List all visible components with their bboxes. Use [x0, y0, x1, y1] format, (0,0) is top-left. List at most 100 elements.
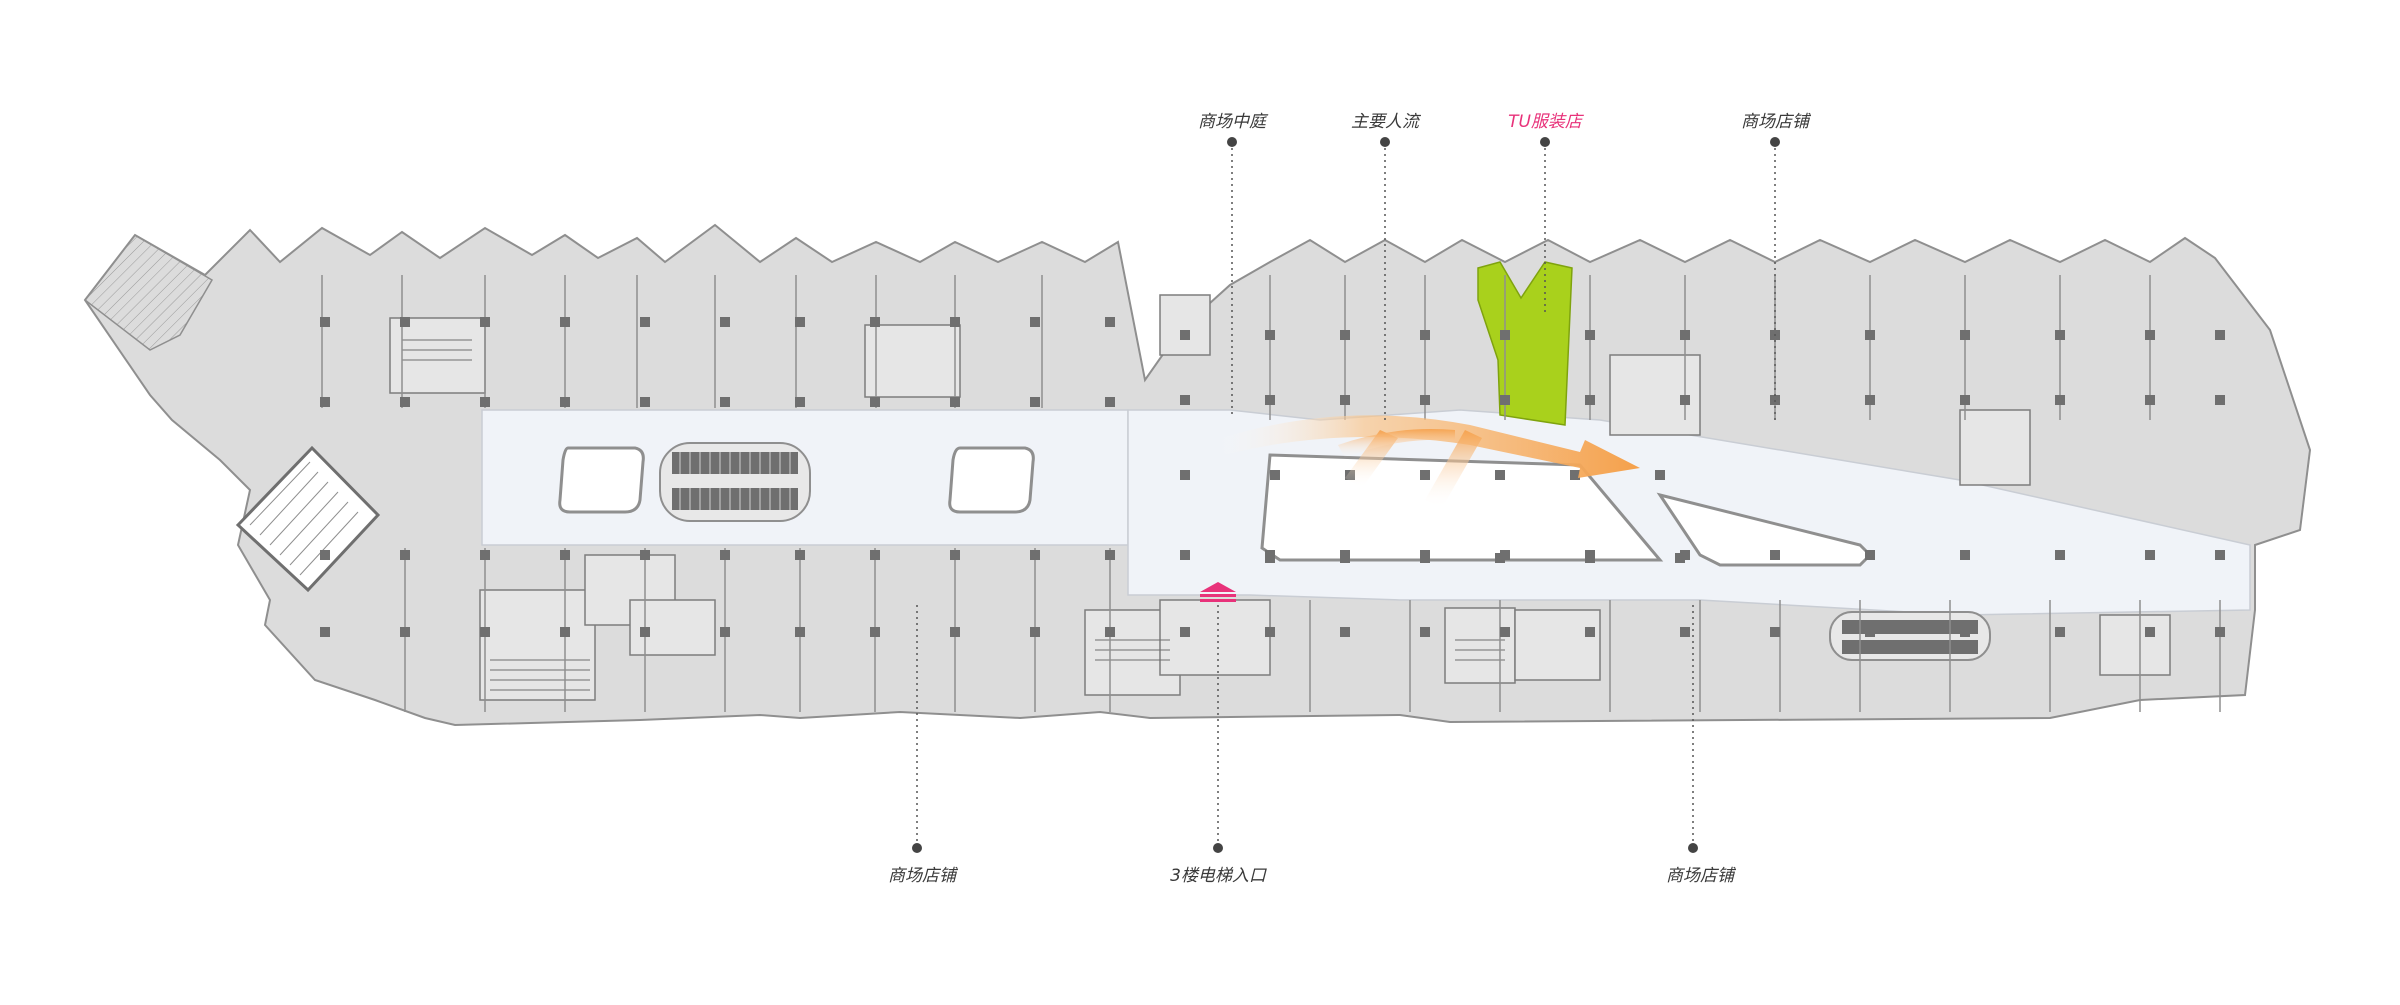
- column: [2215, 627, 2225, 637]
- column: [1105, 317, 1115, 327]
- void-right: [1656, 492, 1873, 567]
- escalator-4: [1842, 640, 1978, 654]
- column: [1570, 470, 1580, 480]
- column: [2145, 627, 2155, 637]
- escalator-3: [1842, 620, 1978, 634]
- column: [1865, 550, 1875, 560]
- column: [870, 550, 880, 560]
- column: [640, 627, 650, 637]
- column: [1265, 553, 1275, 563]
- column: [2215, 330, 2225, 340]
- column: [2055, 330, 2065, 340]
- dot-shops-bottom-right: [1688, 843, 1698, 853]
- column: [1105, 397, 1115, 407]
- column: [480, 317, 490, 327]
- column: [2055, 627, 2065, 637]
- column: [1420, 553, 1430, 563]
- column: [1865, 330, 1875, 340]
- column: [1655, 470, 1665, 480]
- column: [1500, 395, 1510, 405]
- column: [720, 317, 730, 327]
- column: [950, 317, 960, 327]
- column: [1585, 627, 1595, 637]
- column: [1030, 317, 1040, 327]
- column: [560, 317, 570, 327]
- callout-leaders: [916, 142, 1776, 848]
- column: [870, 397, 880, 407]
- core-10: [1514, 609, 1601, 681]
- column: [795, 317, 805, 327]
- column: [1030, 627, 1040, 637]
- flow-branch-3: [1338, 429, 1455, 458]
- column: [1340, 627, 1350, 637]
- column: [950, 397, 960, 407]
- core-12: [1959, 409, 2031, 486]
- column: [1500, 330, 1510, 340]
- column: [2145, 550, 2155, 560]
- escalator-2: [672, 488, 798, 510]
- void-2: [948, 446, 1035, 514]
- label-shops-bottom-right: 商场店铺: [1666, 866, 1737, 886]
- label-main-flow: 主要人流: [1351, 112, 1422, 132]
- column: [1585, 330, 1595, 340]
- column: [2145, 395, 2155, 405]
- column: [560, 397, 570, 407]
- column: [320, 317, 330, 327]
- column: [1030, 397, 1040, 407]
- column: [2215, 550, 2225, 560]
- core-8: [1159, 599, 1271, 676]
- column: [1680, 330, 1690, 340]
- column: [720, 397, 730, 407]
- core-stairs: [402, 339, 1505, 691]
- column: [1500, 627, 1510, 637]
- column: [640, 317, 650, 327]
- label-shops-bottom-left: 商场店铺: [888, 866, 959, 886]
- escalator-1: [672, 452, 798, 474]
- dot-atrium: [1227, 137, 1237, 147]
- column: [1865, 627, 1875, 637]
- column: [400, 397, 410, 407]
- column: [1585, 553, 1595, 563]
- core-1: [389, 317, 486, 394]
- left-entrance-hatch: [249, 461, 359, 576]
- column: [400, 550, 410, 560]
- column: [1960, 395, 1970, 405]
- dot-main-flow: [1380, 137, 1390, 147]
- column: [1680, 627, 1690, 637]
- column: [1420, 330, 1430, 340]
- core-2: [864, 324, 961, 398]
- core-4: [479, 589, 596, 701]
- column: [640, 550, 650, 560]
- column: [400, 627, 410, 637]
- column: [795, 550, 805, 560]
- column: [1340, 395, 1350, 405]
- core-3: [1159, 294, 1211, 356]
- column: [1180, 627, 1190, 637]
- tu-store-area: [1477, 261, 1573, 426]
- label-shops-top-right: 商场店铺: [1741, 112, 1812, 132]
- column: [1420, 395, 1430, 405]
- column: [480, 397, 490, 407]
- column: [1420, 470, 1430, 480]
- column: [1770, 550, 1780, 560]
- column: [795, 397, 805, 407]
- main-flow: [1215, 415, 1640, 508]
- label-elevator-entrance: 3楼电梯入口: [1170, 866, 1268, 886]
- column: [1265, 395, 1275, 405]
- column: [560, 627, 570, 637]
- column: [480, 627, 490, 637]
- column: [1960, 550, 1970, 560]
- column: [1585, 395, 1595, 405]
- column: [1270, 470, 1280, 480]
- column: [1495, 470, 1505, 480]
- column: [795, 627, 805, 637]
- column: [1105, 627, 1115, 637]
- column: [1960, 627, 1970, 637]
- label-atrium: 商场中庭: [1198, 112, 1269, 132]
- column: [1030, 550, 1040, 560]
- left-entrance-frame: [235, 445, 381, 593]
- column: [1180, 395, 1190, 405]
- column: [720, 627, 730, 637]
